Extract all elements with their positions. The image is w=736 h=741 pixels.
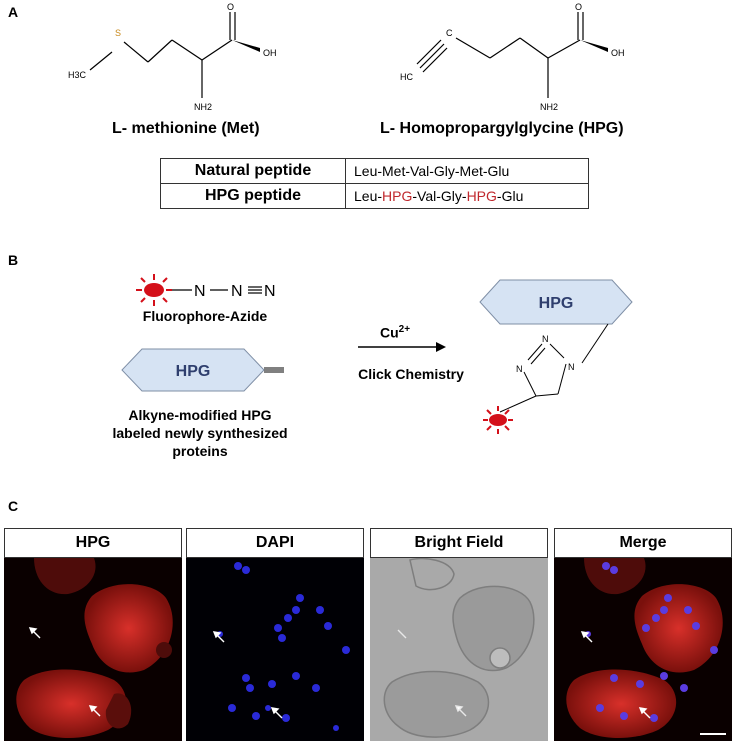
triazole-n-left: N (516, 364, 523, 374)
hpg-alkyne-hexagon: HPG (121, 348, 284, 392)
dapi-panel-title: DAPI (186, 528, 364, 558)
bright-field-panel: Bright Field (370, 528, 548, 741)
azide-n3: N (264, 283, 276, 300)
sulfur-atom: S (115, 28, 121, 38)
merge-panel: Merge (554, 528, 732, 741)
alkyne-caption-line: labeled newly synthesized (112, 425, 288, 441)
fluorophore-azide-label: Fluorophore-Azide (142, 308, 268, 324)
panel-b-letter: B (8, 252, 19, 268)
methionine-name: L- methionine (Met) (112, 120, 260, 137)
copper-charge: 2+ (398, 324, 411, 335)
hpg-structure: C HC O OH NH2 (400, 2, 625, 112)
merge-image (554, 558, 732, 741)
table-row: Natural peptide Leu-Met-Val-Gly-Met-Glu (160, 158, 589, 184)
panel-a-letter: A (8, 4, 19, 20)
dapi-panel: DAPI (186, 528, 364, 741)
sequence-part: -Glu (496, 188, 524, 204)
hc-atom: HC (400, 72, 413, 82)
catalyst-label: Cu2+ (380, 324, 410, 341)
fluorophore-azide-structure: N N N (136, 274, 276, 306)
alkyne-caption-line: Alkyne-modified HPG (128, 407, 272, 423)
ch3-atom: H3C (68, 70, 87, 80)
hpg-carbonyl-o-atom: O (575, 2, 582, 12)
dapi-image (186, 558, 364, 741)
hpg-box-label: HPG (176, 363, 211, 380)
hpg-panel-title: HPG (4, 528, 182, 558)
hpg-hydroxyl-atom: OH (611, 48, 625, 58)
table-row: HPG peptide Leu-HPG-Val-Gly-HPG-Glu (160, 183, 589, 209)
triazole-n-right: N (568, 362, 575, 372)
triazole-n-top: N (542, 334, 549, 344)
natural-peptide-header: Natural peptide (160, 158, 346, 184)
hpg-image (4, 558, 182, 741)
hpg-peptide-sequence: Leu-HPG-Val-Gly-HPG-Glu (345, 183, 589, 209)
hpg-peptide-header: HPG peptide (160, 183, 346, 209)
alkyne-caption-line: proteins (172, 443, 228, 459)
carbonyl-o-atom: O (227, 2, 234, 12)
alkyne-c-atom: C (446, 28, 453, 38)
copper-symbol: Cu (380, 324, 399, 341)
bright-field-image (370, 558, 548, 741)
natural-peptide-sequence: Leu-Met-Val-Gly-Met-Glu (345, 158, 589, 184)
alkyne-caption: Alkyne-modified HPG labeled newly synthe… (100, 406, 300, 460)
product-hpg-label: HPG (539, 295, 574, 312)
hpg-amine-atom: NH2 (540, 102, 558, 112)
azide-n1: N (194, 283, 206, 300)
hpg-name: L- Homopropargylglycine (HPG) (380, 120, 624, 137)
azide-n2: N (231, 283, 243, 300)
reaction-arrow (358, 342, 446, 352)
hpg-residue-highlight: HPG (382, 188, 413, 204)
triazole-product: HPG N N N (479, 279, 633, 434)
merge-panel-title: Merge (554, 528, 732, 558)
sequence-part: -Val-Gly- (412, 188, 467, 204)
hydroxyl-atom: OH (263, 48, 277, 58)
hpg-panel: HPG (4, 528, 182, 741)
hpg-residue-highlight: HPG (466, 188, 497, 204)
amine-atom: NH2 (194, 102, 212, 112)
peptide-table: Natural peptide Leu-Met-Val-Gly-Met-Glu … (160, 158, 589, 209)
methionine-structure: S H3C O OH NH2 (68, 2, 277, 112)
sequence-part: Leu- (354, 188, 383, 204)
panel-c-letter: C (8, 498, 19, 514)
bright-field-panel-title: Bright Field (370, 528, 548, 558)
click-chemistry-label: Click Chemistry (358, 366, 464, 382)
